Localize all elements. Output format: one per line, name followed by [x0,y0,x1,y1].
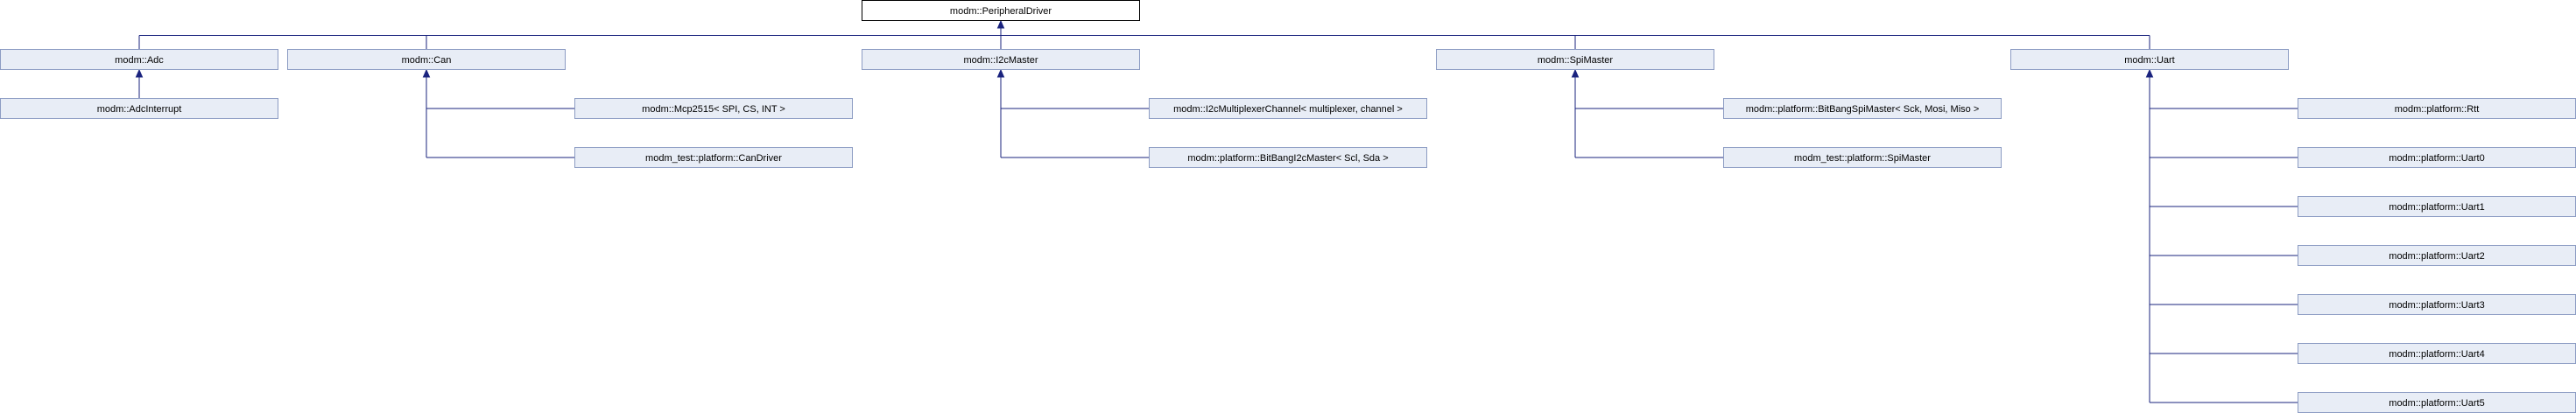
class-node-box [0,98,278,119]
class-node-label: modm::platform::Uart1 [2389,202,2484,213]
edges-layer [135,19,2298,403]
class-node-modm-platform-uart4[interactable]: modm::platform::Uart4 [2298,343,2576,364]
class-node-box [2010,49,2289,70]
class-node-box [862,49,1140,70]
class-node-label: modm::platform::BitBangI2cMaster< Scl, S… [1187,153,1388,164]
class-node-label: modm::platform::BitBangSpiMaster< Sck, M… [1746,104,1980,115]
class-node-modm-adcinterrupt[interactable]: modm::AdcInterrupt [0,98,278,119]
class-node-label: modm::platform::Uart0 [2389,153,2484,164]
class-node-label: modm_test::platform::CanDriver [645,153,782,164]
class-node-label: modm::I2cMultiplexerChannel< multiplexer… [1173,104,1403,115]
inheritance-arrow [1571,68,1580,78]
class-node-label: modm::platform::Rtt [2395,104,2480,115]
class-node-label: modm::AdcInterrupt [97,104,182,115]
class-node-label: modm::platform::Uart2 [2389,251,2484,262]
class-node-box [862,0,1140,21]
class-node-modm-platform-bitbangspimaster-sck-mosi-miso[interactable]: modm::platform::BitBangSpiMaster< Sck, M… [1723,98,2002,119]
class-node-box [0,49,278,70]
class-node-box [1723,98,2002,119]
class-node-modm-platform-bitbangi2cmaster-scl-sda[interactable]: modm::platform::BitBangI2cMaster< Scl, S… [1149,147,1427,168]
class-node-modm-mcp2515-spi-cs-int[interactable]: modm::Mcp2515< SPI, CS, INT > [574,98,853,119]
class-node-box [574,147,853,168]
class-node-label: modm::Mcp2515< SPI, CS, INT > [642,104,785,115]
inheritance-arrow [996,68,1005,78]
class-node-modm-i2cmultiplexerchannel-multiplexer-channel[interactable]: modm::I2cMultiplexerChannel< multiplexer… [1149,98,1427,119]
inheritance-arrow [422,68,431,78]
class-node-modm-peripheraldriver[interactable]: modm::PeripheralDriver [862,0,1140,21]
class-node-modm-can[interactable]: modm::Can [287,49,566,70]
class-node-modm-uart[interactable]: modm::Uart [2010,49,2289,70]
class-node-label: modm::I2cMaster [964,55,1038,66]
class-node-modm-platform-uart0[interactable]: modm::platform::Uart0 [2298,147,2576,168]
class-node-modm-i2cmaster[interactable]: modm::I2cMaster [862,49,1140,70]
class-node-modm-platform-uart1[interactable]: modm::platform::Uart1 [2298,196,2576,217]
class-node-modm-platform-uart5[interactable]: modm::platform::Uart5 [2298,392,2576,413]
class-node-modm-adc[interactable]: modm::Adc [0,49,278,70]
class-node-modm-platform-uart3[interactable]: modm::platform::Uart3 [2298,294,2576,315]
class-node-label: modm::SpiMaster [1538,55,1614,66]
class-node-modm-spimaster[interactable]: modm::SpiMaster [1436,49,1714,70]
class-node-modm-platform-rtt[interactable]: modm::platform::Rtt [2298,98,2576,119]
class-node-box [287,49,566,70]
class-node-box [1149,98,1427,119]
class-node-modm-test-platform-candriver[interactable]: modm_test::platform::CanDriver [574,147,853,168]
class-node-box [1149,147,1427,168]
class-node-label: modm_test::platform::SpiMaster [1794,153,1931,164]
class-node-box [574,98,853,119]
class-node-modm-test-platform-spimaster[interactable]: modm_test::platform::SpiMaster [1723,147,2002,168]
inheritance-arrow [135,68,144,78]
class-node-modm-platform-uart2[interactable]: modm::platform::Uart2 [2298,245,2576,266]
class-node-label: modm::Can [402,55,452,66]
class-node-label: modm::Uart [2124,55,2174,66]
class-node-box [1723,147,2002,168]
class-node-label: modm::platform::Uart4 [2389,349,2484,360]
inheritance-arrow [2145,68,2154,78]
class-node-label: modm::Adc [115,55,164,66]
class-node-label: modm::platform::Uart3 [2389,300,2484,311]
class-node-label: modm::PeripheralDriver [950,6,1052,17]
class-node-label: modm::platform::Uart5 [2389,398,2484,409]
inheritance-arrow [996,19,1005,29]
class-node-box [1436,49,1714,70]
